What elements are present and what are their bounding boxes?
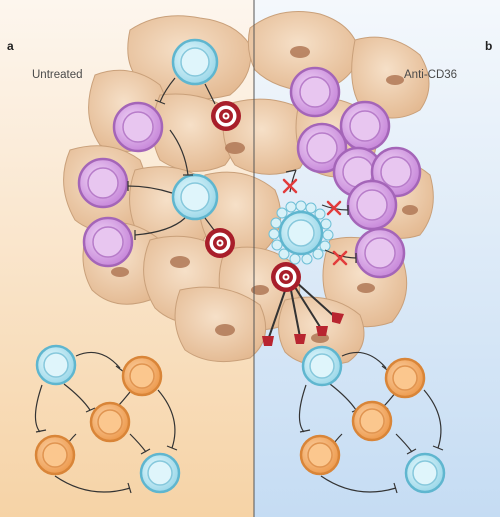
nucleus — [225, 142, 245, 154]
nucleus — [357, 283, 375, 293]
target-icon — [205, 228, 235, 258]
nucleus — [386, 75, 404, 85]
bead-icon — [271, 239, 283, 251]
purple-cell — [112, 101, 164, 153]
block-x-icon — [326, 200, 342, 216]
cyan-cell — [171, 38, 219, 86]
cyan-cell — [301, 345, 343, 387]
left-inhibition-arrows — [127, 77, 216, 240]
orange-cell — [89, 401, 131, 443]
purple-cell — [82, 216, 134, 268]
purple-cell — [296, 122, 348, 174]
bead-icon — [312, 248, 324, 260]
block-x-marks — [282, 178, 348, 266]
left-target-cells — [205, 101, 241, 258]
nucleus — [290, 46, 310, 58]
bead-icon — [305, 202, 317, 214]
inhibition-arrow-icon — [127, 185, 173, 194]
bead-icon — [268, 228, 280, 240]
orange-cell — [121, 355, 163, 397]
bead-icon — [301, 253, 313, 265]
orange-cell — [351, 400, 393, 442]
bead-coated-cyan-cell — [268, 200, 334, 265]
purple-cell — [346, 179, 398, 231]
orange-cell — [384, 357, 426, 399]
cyan-cell — [171, 173, 219, 221]
target-icon — [211, 101, 241, 131]
nucleus — [215, 324, 235, 336]
inhibition-arrow-icon — [204, 217, 215, 231]
bead-icon — [289, 253, 301, 265]
bead-ring — [268, 200, 334, 265]
nucleus — [111, 267, 129, 277]
cyan-cell — [139, 452, 181, 494]
left-cyan-cells — [171, 38, 219, 221]
bead-icon — [319, 240, 331, 252]
bead-icon — [295, 200, 307, 212]
cyan-cell — [404, 452, 446, 494]
block-x-icon — [332, 250, 348, 266]
orange-cell — [299, 434, 341, 476]
bead-icon — [322, 229, 334, 241]
purple-cell — [339, 100, 391, 152]
tumor-cell — [174, 286, 267, 363]
purple-cell — [289, 66, 341, 118]
purple-cell — [77, 157, 129, 209]
right-purple-cells — [289, 66, 422, 279]
nucleus — [402, 205, 418, 215]
purple-cell — [354, 227, 406, 279]
untreated-label: Untreated — [32, 69, 83, 81]
inhibition-arrow-icon — [159, 77, 176, 103]
inhibition-arrow-icon — [134, 217, 186, 236]
target-icon — [271, 262, 301, 292]
antibody-projections — [267, 281, 337, 341]
left-network — [34, 344, 181, 494]
block-x-icon — [282, 178, 298, 194]
bead-icon — [314, 208, 326, 220]
cyan-cell — [35, 344, 77, 386]
right-network — [298, 345, 446, 494]
antibody-tips — [262, 312, 344, 346]
right-target-cell — [262, 262, 344, 346]
bead-icon — [276, 207, 288, 219]
panel-letter-b: b — [485, 39, 493, 53]
inhibition-arrow-icon — [169, 129, 189, 176]
inhibition-arrow-icon — [204, 83, 216, 105]
bead-icon — [285, 201, 297, 213]
bead-icon — [270, 217, 282, 229]
left-purple-cells — [77, 101, 164, 268]
orange-cell — [34, 434, 76, 476]
nucleus — [251, 285, 269, 295]
panel-letter-a: a — [7, 39, 14, 53]
anti-cd36-label: Anti-CD36 — [404, 69, 458, 81]
bead-icon — [278, 248, 290, 260]
nucleus — [170, 256, 190, 268]
